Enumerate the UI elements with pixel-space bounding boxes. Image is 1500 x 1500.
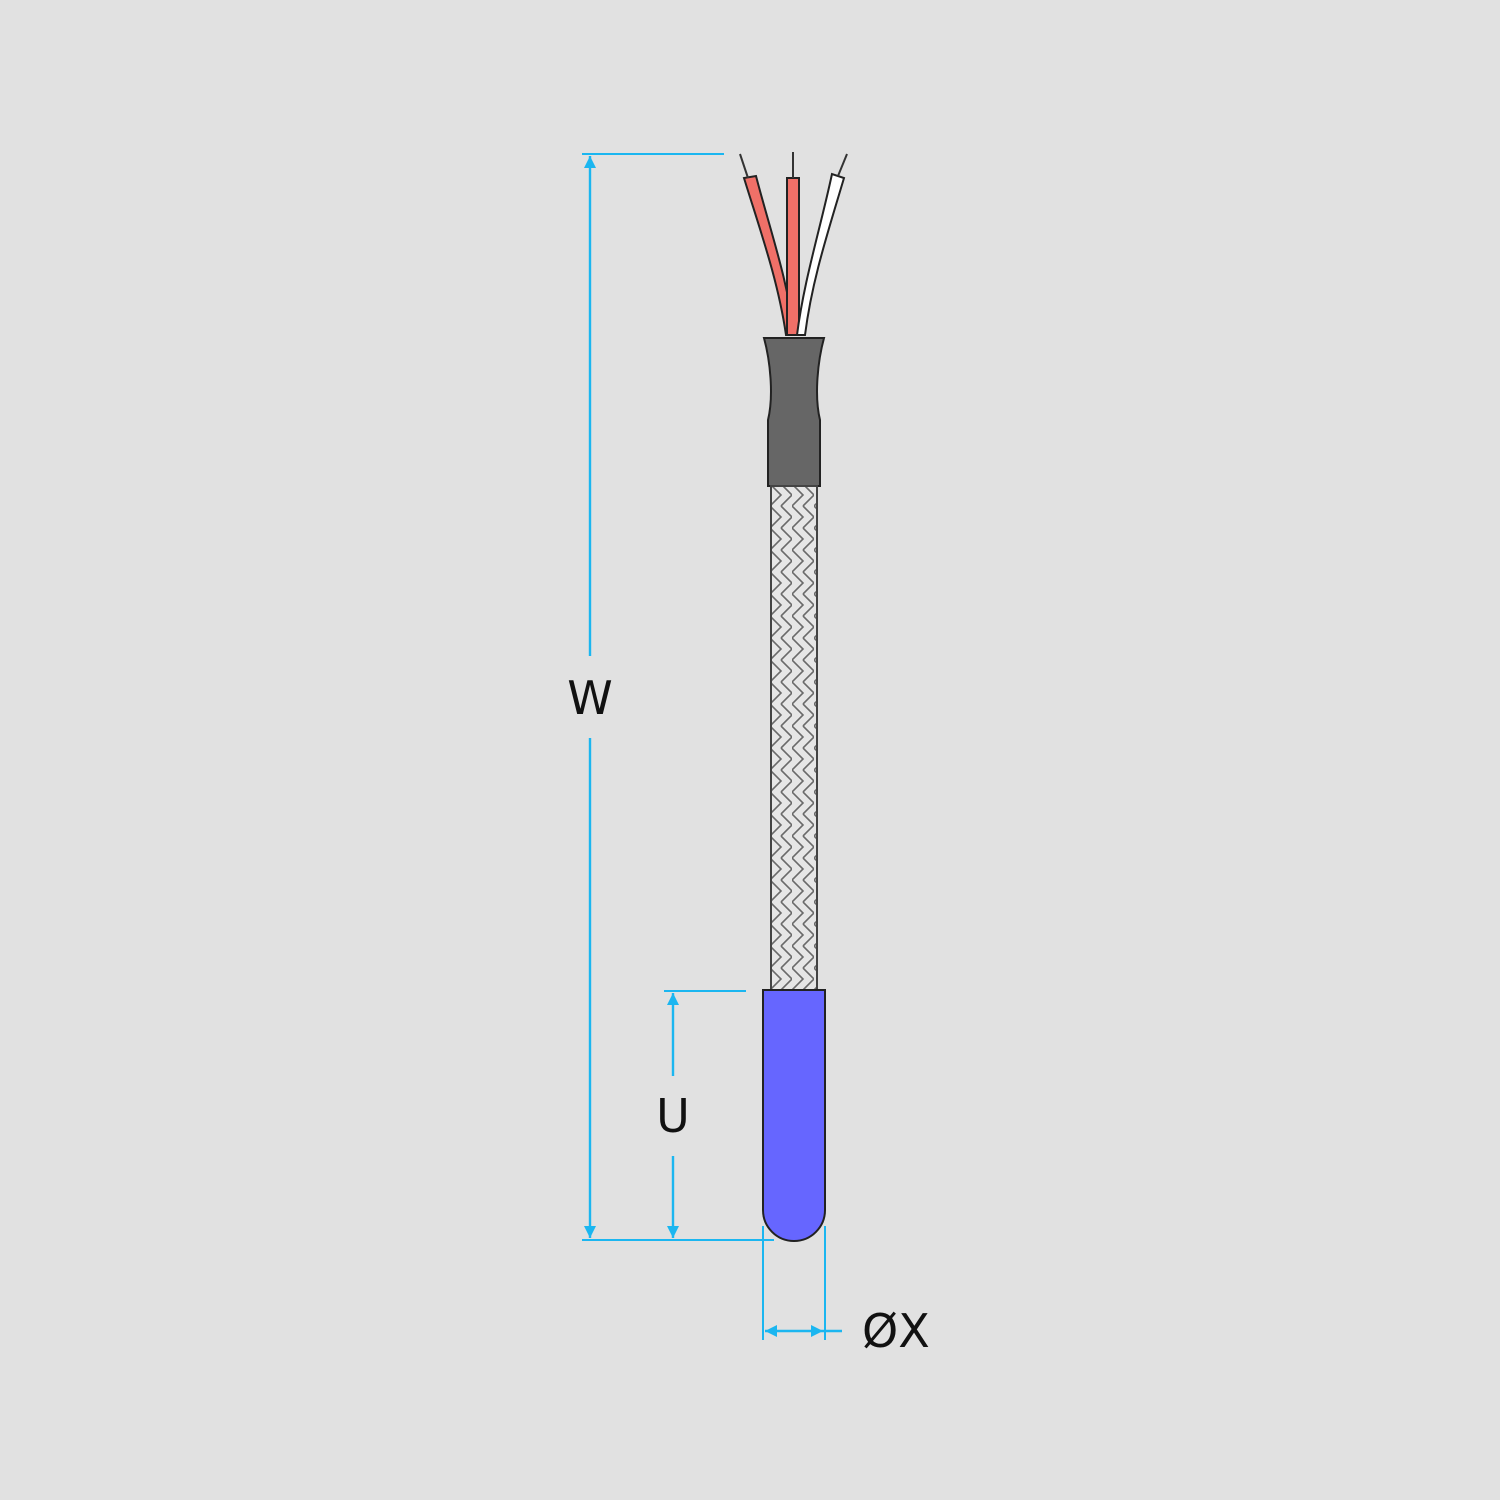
dimension-w: W	[567, 153, 774, 1241]
dimension-label-w: W	[567, 671, 612, 725]
dimension-label-u: U	[656, 1089, 690, 1143]
probe-tip	[762, 989, 826, 1242]
braided-sheath	[770, 485, 818, 993]
wire-conductor-left	[739, 153, 749, 179]
dimension-u: U	[656, 990, 746, 1238]
wire-conductor-right	[837, 153, 848, 177]
lead-wires	[739, 152, 848, 336]
transition-sleeve	[762, 337, 826, 487]
wire-white-right	[795, 172, 846, 336]
wire-red-middle	[786, 177, 800, 336]
dimension-x: ØX	[762, 1226, 930, 1358]
dimension-label-x: ØX	[862, 1304, 930, 1358]
